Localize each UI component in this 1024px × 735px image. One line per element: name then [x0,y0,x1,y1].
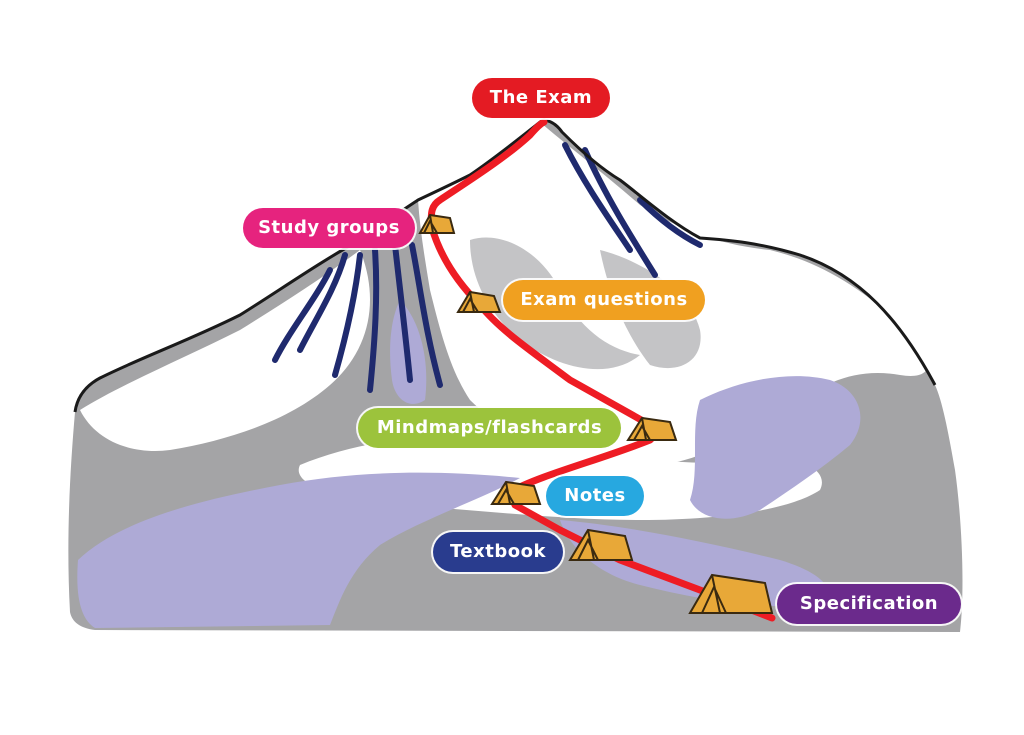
label-exam-questions: Exam questions [503,280,705,320]
tent-study-groups [418,213,456,234]
label-the-exam: The Exam [472,78,610,118]
label-specification: Specification [777,584,961,624]
tent-notes [490,480,542,505]
tent-textbook [568,528,634,561]
tent-specification [688,573,774,614]
glacier-right [690,376,861,519]
crevasses [272,142,703,393]
snow-field-left [80,250,370,451]
label-notes: Notes [546,476,644,516]
tent-exam-questions [456,290,502,313]
mountain-outline [73,118,937,413]
label-textbook: Textbook [433,532,563,572]
label-study-groups: Study groups [243,208,415,248]
label-mindmaps-flashcards: Mindmaps/flashcards [358,408,621,448]
tent-mindmaps [626,416,678,441]
glacier-lower-left [77,472,520,628]
